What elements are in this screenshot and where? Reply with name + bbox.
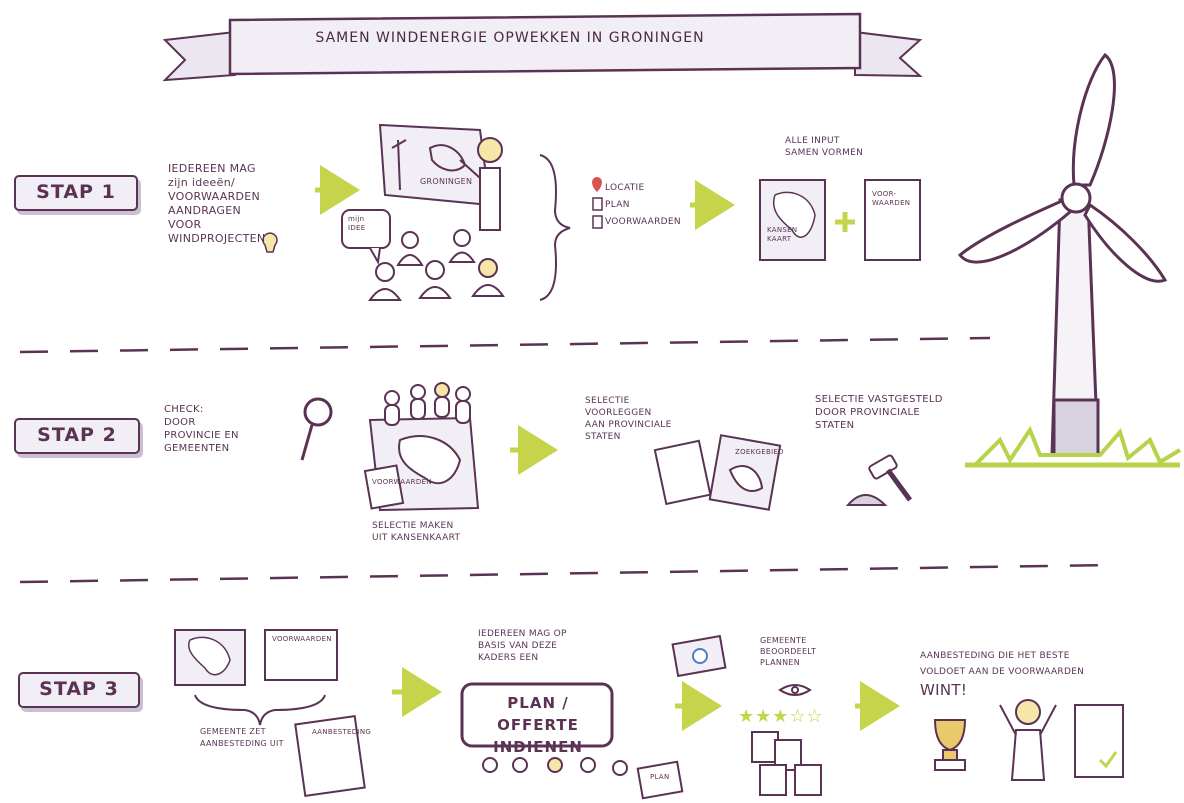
voorwaarden-card: [264, 629, 338, 681]
voorwaarden-doc-label: Voor-waarden: [872, 190, 911, 207]
winner-figure: [999, 699, 1057, 781]
gemeente-zet-text: Gemeente zetaanbesteding uit: [200, 727, 284, 748]
zoekgebied-label: Zoekgebied: [735, 448, 784, 456]
wind-turbine-illustration: [957, 52, 1182, 468]
idea-bubble-text: mijnidee: [348, 215, 366, 232]
selectie-maken-text: Selectie makenuit kansenkaart: [372, 521, 461, 543]
separator-1: [19, 336, 991, 354]
stap-2-voorwaarden-label: Voorwaarden: [372, 478, 432, 486]
beoordeelt-text: Gemeentebeoordeeltplannen: [760, 636, 817, 667]
wint-text: Aanbesteding die het bestevoldoet aan de…: [920, 651, 1085, 699]
stap-1-badge: STAP 1: [14, 175, 138, 211]
title-banner: [162, 12, 923, 82]
plans-stack: [751, 731, 822, 796]
voorwaarden-doc: [864, 179, 921, 261]
idea-speech-bubble: [341, 209, 391, 266]
trophy-icon: [933, 719, 967, 771]
presenter-figure-icon: [459, 137, 503, 231]
email-envelope-icon: [671, 634, 727, 678]
plan-offerte-box: [460, 682, 614, 748]
presentation-board: [378, 123, 492, 207]
location-pin-icon: [592, 177, 602, 192]
aanbesteding-doc-label: Aanbesteding: [312, 728, 372, 736]
board-label: Groningen: [420, 177, 473, 186]
magnifier-icon: [300, 397, 333, 461]
stap-3-badge: STAP 3: [18, 672, 140, 708]
voorleggen-text: Selectievoorleggen aan provincialestaten: [585, 396, 672, 442]
iedereen-text: Iedereen mag opbasis van dezekaders een: [478, 629, 567, 663]
map-shape: [773, 191, 816, 238]
combine-text: Alle inputsamen vormen: [785, 136, 864, 158]
star-rating: ★★★☆☆: [738, 706, 824, 727]
kansenkaart-label: Kansenkaart: [767, 226, 798, 243]
aanbesteding-doc: [294, 715, 366, 797]
lightbulb-icon: [262, 232, 278, 253]
applicants-group: [482, 757, 684, 800]
checklist-icon: [592, 215, 603, 229]
map-card-shape: [188, 636, 231, 676]
documents-stack: [653, 434, 782, 511]
separator-2: [19, 563, 1111, 584]
check-mark: [1098, 751, 1118, 769]
page-title: Samen windenergie opwekken in Groningen: [315, 30, 705, 46]
check-text: Check:door provincie engemeenten: [164, 404, 239, 454]
plus-icon: [835, 212, 855, 232]
input-list: LocatiePlanVoorwaarden: [605, 183, 681, 227]
audience-figures: [368, 229, 505, 301]
curly-brace: [539, 154, 571, 301]
approved-doc: [1074, 704, 1124, 778]
plan-doc-icon: [592, 197, 603, 211]
stap-1-intro: Iedereen magzijn ideeën/ voorwaardenaand…: [168, 162, 266, 245]
team-map-board: [363, 382, 480, 512]
eye-icon: [778, 684, 812, 696]
vastgesteld-text: Selectie vastgestelddoor provincialestat…: [815, 394, 943, 431]
curly-brace-bottom: [194, 694, 326, 726]
gavel-icon: [845, 454, 913, 506]
stap-3-voorwaarden-label: Voorwaarden: [272, 635, 332, 643]
stap-2-badge: STAP 2: [14, 418, 140, 454]
plan-doc-label: Plan: [650, 773, 670, 781]
plan-offerte-text: Plan / offerteindienen: [493, 694, 583, 756]
